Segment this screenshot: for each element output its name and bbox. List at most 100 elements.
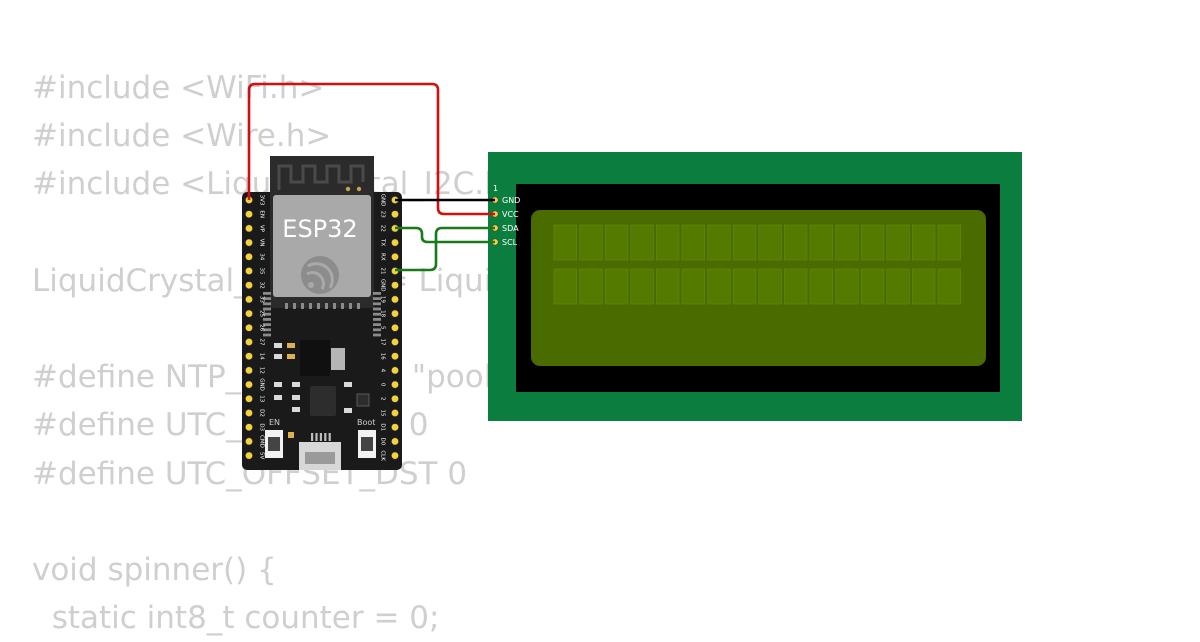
- module-pad: [356, 186, 362, 192]
- esp32-pin[interactable]: [245, 338, 253, 346]
- esp32-pin-label: 33: [259, 296, 265, 303]
- wire-sda[interactable]: [395, 226, 495, 272]
- esp32-pin[interactable]: [391, 437, 399, 446]
- esp32-pin[interactable]: [245, 352, 253, 361]
- module-castellations: [263, 292, 381, 337]
- esp32-pin[interactable]: [245, 423, 253, 432]
- wire-scl[interactable]: [395, 226, 495, 244]
- esp32-pin-label: GND: [259, 378, 265, 391]
- smd-component: [292, 382, 300, 387]
- voltage-regulator: [300, 340, 330, 376]
- esp32-pin-label: VP: [259, 225, 265, 233]
- esp32-pin-headers: 3V3ENVPVN343532332526271412GND13D2D3CMD5…: [245, 194, 399, 461]
- esp32-label: ESP32: [282, 215, 357, 243]
- esp32-pin-label: 19: [380, 296, 386, 303]
- code-line: #include <WiFi.h>: [32, 70, 325, 106]
- esp32-pin[interactable]: [245, 409, 253, 417]
- esp32-pin[interactable]: [391, 380, 399, 389]
- lcd-module[interactable]: 1 GND VCC SDA SCL: [488, 152, 1022, 421]
- boot-button[interactable]: [358, 430, 376, 458]
- lcd-pin-label: VCC: [502, 210, 519, 219]
- esp32-pin[interactable]: [245, 210, 253, 219]
- smd-component: [274, 395, 282, 400]
- micro-usb-port[interactable]: [299, 442, 341, 470]
- wire-power[interactable]: [247, 82, 495, 216]
- rf-shield: [273, 195, 371, 297]
- esp32-pin-label: 2: [380, 397, 386, 401]
- esp32-pin-label: 21: [380, 268, 386, 275]
- en-button-label: EN: [269, 418, 280, 427]
- smd-component: [292, 395, 300, 400]
- esp32-pin[interactable]: [245, 295, 253, 304]
- smd-component: [274, 343, 282, 348]
- smd-component: [274, 354, 282, 359]
- esp32-pin-label: D2: [259, 409, 265, 417]
- esp32-pin-label: 13: [259, 395, 265, 402]
- esp32-pin-label: EN: [259, 210, 265, 218]
- esp32-pin[interactable]: [391, 238, 399, 247]
- esp32-pin-label: 26: [259, 324, 265, 331]
- esp32-pin[interactable]: [245, 252, 253, 261]
- esp32-pin[interactable]: [391, 366, 399, 375]
- esp32-pin-label: GND: [380, 194, 386, 207]
- regulator-tab: [331, 348, 345, 370]
- esp32-pin-label: 14: [259, 353, 265, 360]
- code-line: #include <Wire.h>: [32, 118, 332, 155]
- esp32-devkit[interactable]: ESP32 EN: [242, 156, 402, 470]
- esp32-pin-label: CMD: [259, 435, 265, 448]
- esp32-pin[interactable]: [245, 437, 253, 446]
- usb-uart-chip: [310, 386, 336, 416]
- esp32-pin[interactable]: [391, 423, 399, 432]
- esp32-pin[interactable]: [391, 394, 399, 403]
- esp32-pin-label: 23: [380, 211, 386, 218]
- esp32-pin[interactable]: [391, 338, 399, 346]
- esp32-pin[interactable]: [391, 323, 399, 332]
- esp32-pin[interactable]: [245, 380, 253, 389]
- en-button[interactable]: [265, 430, 283, 458]
- esp32-pin[interactable]: [391, 281, 399, 290]
- smd-component: [274, 382, 282, 387]
- esp32-pin[interactable]: [391, 210, 399, 219]
- esp32-pin-label: 32: [259, 282, 265, 289]
- esp32-pin-label: D0: [380, 438, 386, 446]
- esp32-pin[interactable]: [245, 224, 253, 233]
- module-pad: [345, 186, 351, 192]
- esp32-pin[interactable]: [391, 451, 399, 460]
- esp32-pin-label: 22: [380, 225, 386, 232]
- lcd-pin-label: SCL: [502, 238, 518, 247]
- esp32-pin[interactable]: [245, 238, 253, 247]
- esp32-pin[interactable]: [391, 252, 399, 261]
- espressif-logo-icon: [301, 256, 339, 294]
- boot-button-label: Boot: [357, 418, 375, 427]
- lcd-pin-label: SDA: [502, 224, 519, 233]
- esp32-pin[interactable]: [245, 323, 253, 332]
- lcd-pin-label: GND: [502, 196, 520, 205]
- esp32-pin[interactable]: [245, 451, 253, 460]
- lcd-pin-index: 1: [493, 184, 498, 193]
- esp32-pin[interactable]: [245, 267, 253, 275]
- usb-contacts: [311, 433, 331, 441]
- pcb-antenna: [277, 164, 365, 190]
- esp32-pin[interactable]: [391, 309, 399, 318]
- esp32-pin[interactable]: [391, 352, 399, 361]
- esp32-pin-label: VN: [259, 239, 265, 247]
- esp32-pin-label: 4: [380, 369, 386, 373]
- esp32-pin-label: 25: [259, 310, 265, 317]
- esp32-pin-label: 5: [380, 326, 386, 330]
- esp32-pin[interactable]: [391, 295, 399, 304]
- esp32-pin-label: D3: [259, 423, 265, 431]
- esp32-pin[interactable]: [391, 409, 399, 417]
- esp32-pin-label: GND: [380, 279, 386, 292]
- code-line: void spinner() {: [32, 551, 277, 588]
- smd-led: [288, 432, 294, 438]
- smd-component: [287, 354, 295, 359]
- esp32-pin[interactable]: [245, 394, 253, 403]
- esp32-pin-label: 12: [259, 367, 265, 374]
- smd-component: [344, 382, 352, 387]
- esp32-pin[interactable]: [245, 281, 253, 290]
- esp32-pin-label: 35: [259, 268, 265, 275]
- esp32-pin-label: 16: [380, 353, 386, 360]
- esp32-pin[interactable]: [245, 366, 253, 375]
- esp32-pin[interactable]: [245, 309, 253, 318]
